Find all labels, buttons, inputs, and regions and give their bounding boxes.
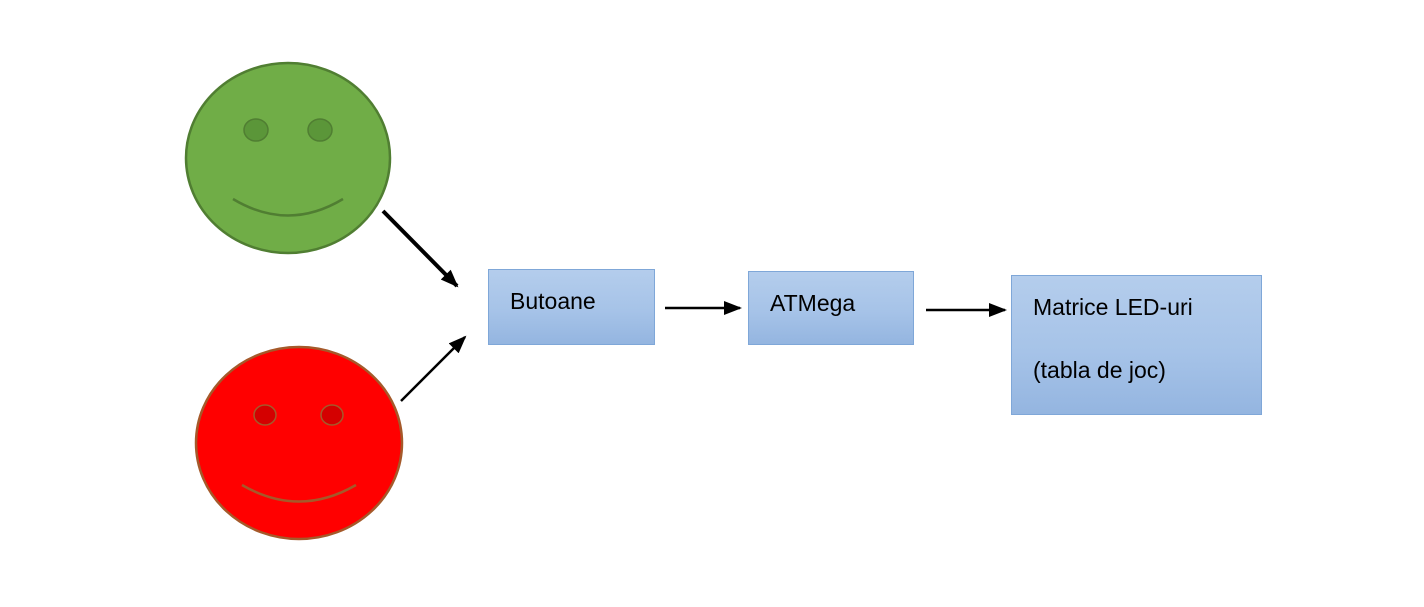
arrow-red-to-butoane bbox=[400, 335, 467, 402]
node-atmega: ATMega bbox=[748, 271, 914, 345]
node-atmega-label: ATMega bbox=[770, 290, 856, 316]
player-green-face bbox=[184, 61, 392, 255]
player-red-smiley-icon bbox=[194, 345, 404, 541]
node-matrice-label-line1: Matrice LED-uri bbox=[1033, 294, 1193, 320]
player-red-right-eye bbox=[320, 404, 344, 426]
player-red-face bbox=[194, 345, 404, 541]
player-red-mouth bbox=[241, 483, 357, 503]
node-butoane: Butoane bbox=[488, 269, 655, 345]
player-green-smiley-icon bbox=[184, 61, 392, 255]
player-green-right-eye bbox=[307, 118, 333, 142]
node-matrice-label-line2: (tabla de joc) bbox=[1033, 357, 1166, 383]
arrow-green-to-butoane bbox=[381, 209, 459, 288]
node-matrice-led: Matrice LED-uri (tabla de joc) bbox=[1011, 275, 1262, 415]
node-butoane-label: Butoane bbox=[510, 288, 596, 314]
player-green-mouth bbox=[232, 197, 344, 217]
player-green-left-eye bbox=[243, 118, 269, 142]
player-red-left-eye bbox=[253, 404, 277, 426]
